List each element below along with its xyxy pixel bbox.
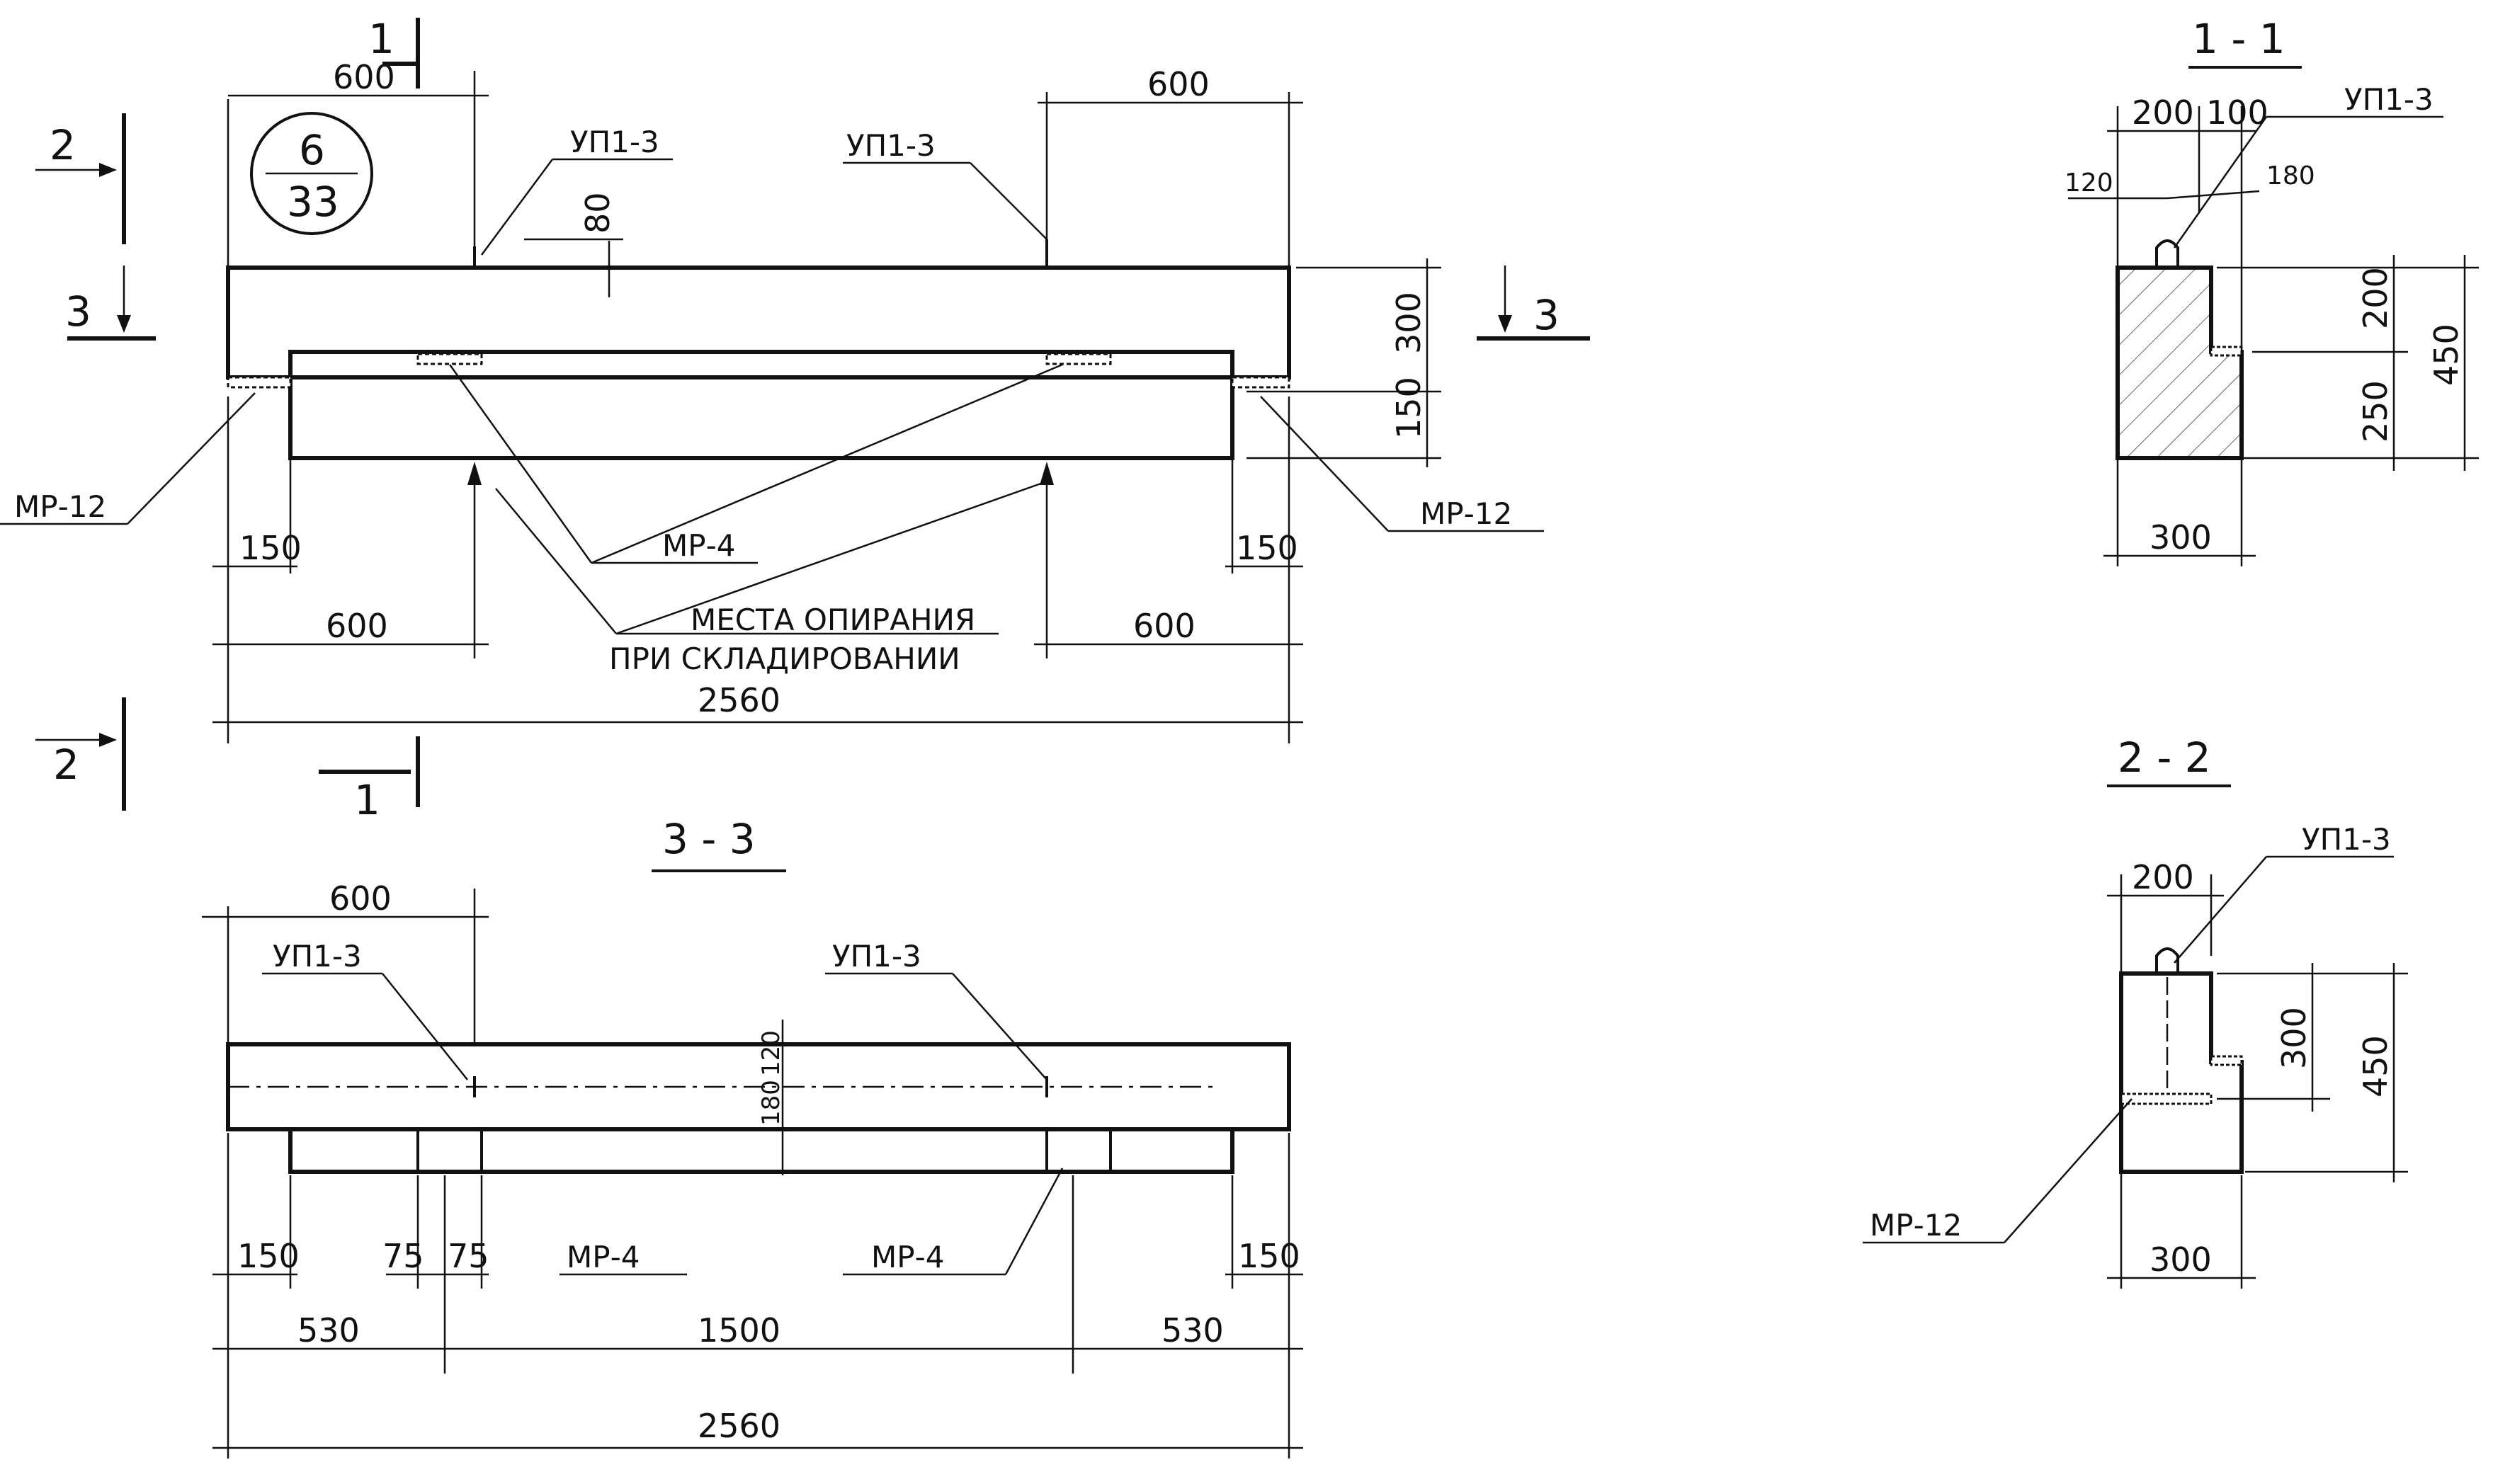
dim-150-right-bottom: 150	[1236, 529, 1298, 567]
section-3-3-view: 3 - 3 180 120 600 УП1-3 УП1-3 150	[202, 815, 1303, 1459]
section-2-2-body	[2119, 971, 2244, 1174]
plan-dim-1500: 1500	[698, 1311, 780, 1349]
section-mark-3-left: 3	[65, 287, 91, 336]
dim-total-main: 2560	[698, 681, 780, 719]
section-mark-2-bottom: 2	[53, 741, 79, 789]
plan-dim-120: 120	[757, 1030, 785, 1076]
section-2-2-plate	[2120, 1092, 2213, 1105]
s11-dim-200: 200	[2132, 93, 2194, 132]
section-mark-2-top: 2	[50, 121, 76, 169]
beam-upper-body	[226, 266, 1291, 379]
section-mark-3-right: 3	[1533, 291, 1560, 339]
section-1-1-body	[2116, 266, 2244, 460]
section-2-2-loop	[2155, 947, 2179, 974]
dim-80: 80	[579, 192, 617, 234]
plate-mr4-right	[1045, 353, 1112, 365]
section-mark-1-top: 1	[368, 15, 394, 63]
s11-dim-180: 180	[2266, 161, 2315, 190]
plan-dim-75-b: 75	[448, 1237, 489, 1275]
section-1-1-plate	[2210, 346, 2243, 357]
s11-dim-200-v: 200	[2356, 267, 2395, 329]
s11-dim-300: 300	[2150, 518, 2212, 556]
label-mr12-left: МР-12	[14, 489, 106, 524]
dim-150-right: 150	[1390, 377, 1428, 439]
plan-label-up-left: УП1-3	[273, 939, 362, 974]
s11-label-up: УП1-3	[2344, 82, 2434, 117]
label-mr12-right: МР-12	[1420, 496, 1512, 531]
s11-dim-250-v: 250	[2356, 380, 2395, 443]
plan-dim-530-left: 530	[297, 1311, 360, 1349]
plan-dim-600: 600	[329, 879, 392, 918]
label-mr4: МР-4	[662, 528, 735, 563]
plan-dim-530-right: 530	[1162, 1311, 1224, 1349]
sheet-ref-top: 6	[299, 126, 325, 174]
label-up-left: УП1-3	[570, 125, 659, 159]
section-2-2-title: 2 - 2	[2118, 734, 2211, 782]
dim-150-left-bottom: 150	[239, 529, 302, 567]
plate-mr12-left	[227, 376, 292, 389]
section-1-1-title: 1 - 1	[2192, 15, 2285, 63]
plan-dim-total: 2560	[698, 1407, 780, 1445]
sheet-ref-circle	[250, 112, 373, 235]
s22-dim-200: 200	[2132, 858, 2194, 896]
s22-label-up: УП1-3	[2302, 822, 2391, 857]
beam-lower-body	[288, 350, 1234, 460]
dim-600-bottom-left: 600	[326, 607, 388, 645]
s11-dim-100: 100	[2206, 93, 2268, 132]
s22-label-mr12: МР-12	[1870, 1208, 1962, 1243]
plan-dim-150-right: 150	[1238, 1237, 1300, 1275]
support-note-line2: ПРИ СКЛАДИРОВАНИИ	[609, 641, 960, 676]
s22-dim-300-v: 300	[2275, 1007, 2313, 1069]
plate-mr4-left	[416, 353, 483, 365]
plan-label-up-right: УП1-3	[832, 939, 921, 974]
s22-dim-300: 300	[2150, 1240, 2212, 1279]
plan-label-mr4-left: МР-4	[567, 1240, 640, 1274]
main-elevation-view: 600 600 80 УП1-3 УП1-3 6 33 1 1 2	[0, 15, 1590, 824]
label-up-right: УП1-3	[846, 128, 936, 163]
plan-plate-right	[1045, 1128, 1112, 1173]
plan-dim-75-a: 75	[382, 1237, 424, 1275]
support-note-line1: МЕСТА ОПИРАНИЯ	[691, 603, 975, 637]
dim-300-right: 300	[1390, 292, 1428, 354]
section-1-1-loop	[2155, 239, 2179, 268]
s11-dim-450-v: 450	[2427, 324, 2465, 386]
sheet-ref-bottom: 33	[287, 178, 339, 226]
section-mark-1-bottom: 1	[354, 776, 380, 824]
plan-dim-180: 180	[757, 1080, 785, 1126]
s22-dim-450-v: 450	[2356, 1035, 2395, 1097]
plan-label-mr4-right: МР-4	[871, 1240, 944, 1274]
plan-dim-150-left: 150	[237, 1237, 300, 1275]
dim-600-top-right: 600	[1147, 65, 1210, 103]
s11-dim-120: 120	[2065, 169, 2113, 198]
plan-plate-left	[416, 1128, 483, 1173]
section-1-1-view: 1 - 1 200 100 120 180 УП1-3 200 250 450	[2065, 15, 2479, 566]
dim-600-bottom-right: 600	[1133, 607, 1196, 645]
plate-mr12-right	[1231, 376, 1290, 389]
section-2-2-view: 2 - 2 200 УП1-3 300 450 МР-12 300	[1863, 734, 2408, 1289]
section-2-2-plate-top	[2210, 1055, 2243, 1066]
plan-lower-body	[288, 1127, 1234, 1174]
section-3-3-title: 3 - 3	[662, 815, 756, 863]
